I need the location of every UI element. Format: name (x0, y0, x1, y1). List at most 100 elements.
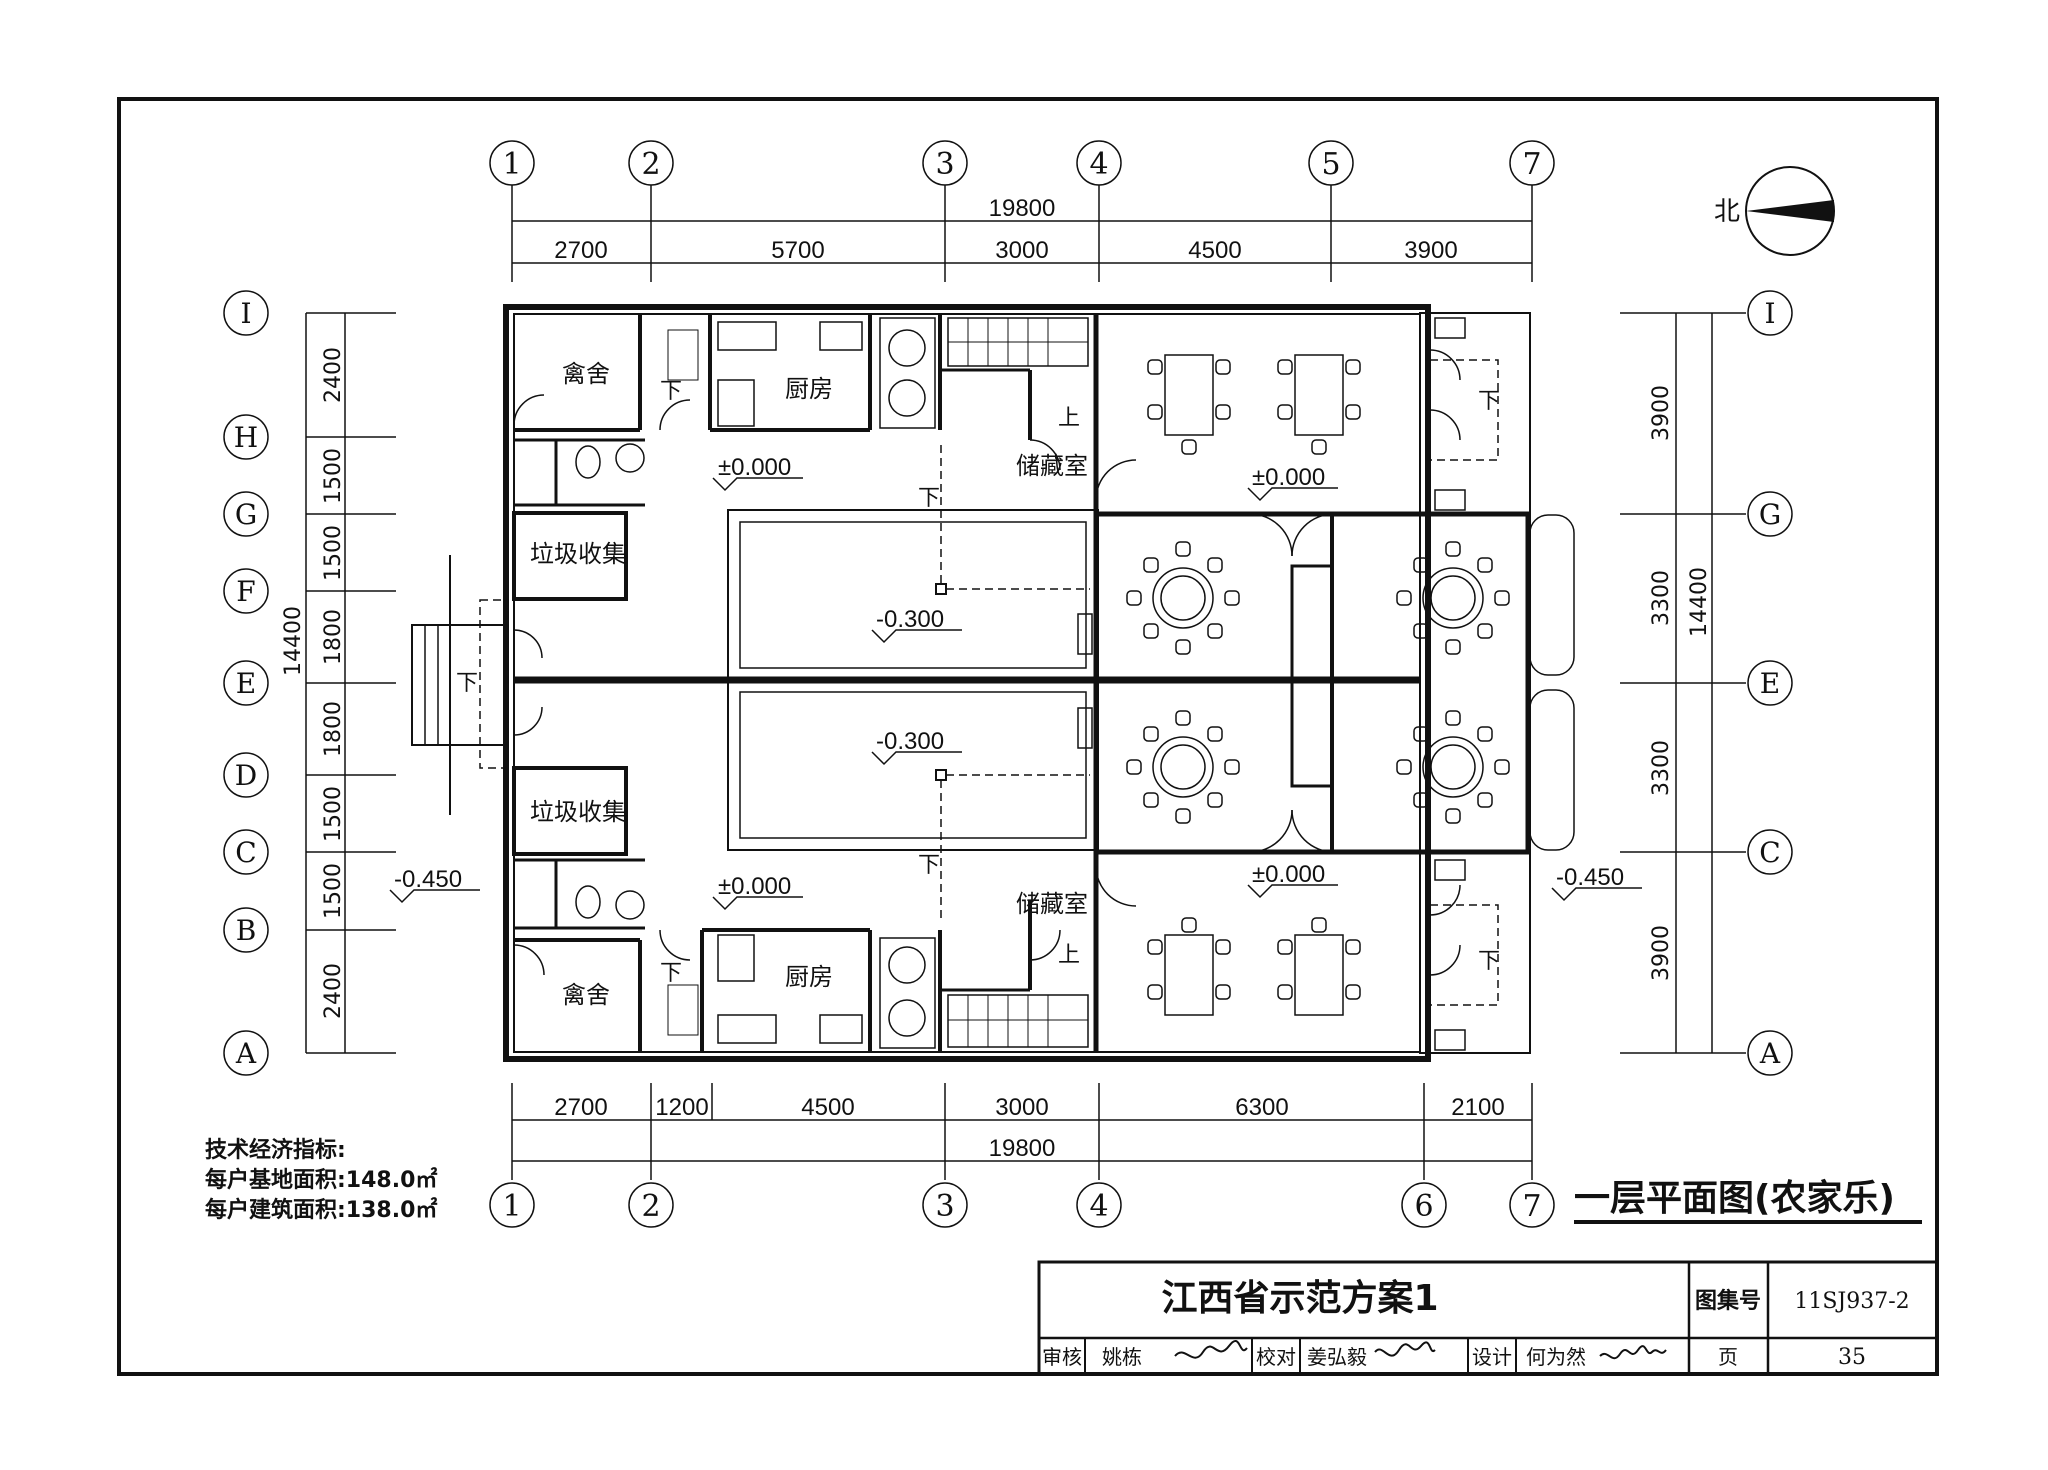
atlas-number: 11SJ937-2 (1794, 1289, 1909, 1314)
top-axis-2: 2 (641, 147, 660, 182)
room-poultry-top: 禽舍 (562, 360, 610, 388)
review-label: 审核 (1042, 1345, 1082, 1369)
left-axis-C: C (235, 836, 256, 869)
left-axis-H: H (234, 421, 258, 454)
stair-up-top: 上 (1058, 406, 1080, 431)
left-dim-7: 1500 (321, 863, 346, 919)
left-axis-labels: I H G F E D C B A (234, 297, 258, 1070)
bottom-axis-7: 7 (1522, 1189, 1541, 1224)
stair-down-6: 下 (1478, 389, 1500, 414)
right-dim-4: 3900 (1649, 925, 1674, 981)
drawing-title-block: 一层平面图(农家乐) (1574, 1178, 1922, 1224)
stair-down-7: 下 (1478, 949, 1500, 974)
designer-name: 何为然 (1526, 1345, 1586, 1369)
right-axis-G: G (1759, 498, 1781, 531)
left-axis-A: A (235, 1037, 257, 1070)
stair-down-1: 下 (660, 379, 682, 404)
bottom-dim-4: 3000 (995, 1094, 1048, 1121)
room-garbage-top: 垃圾收集 (530, 540, 626, 568)
project-title: 江西省示范方案1 (1161, 1278, 1438, 1319)
level-zero-bottom-left: ±0.000 (718, 873, 791, 900)
left-axis-D: D (235, 759, 257, 792)
dining-tables (1147, 354, 1361, 1016)
stair-down-5: 下 (660, 961, 682, 986)
room-garbage-bottom: 垃圾收集 (530, 798, 626, 826)
level-marks (389, 477, 1642, 911)
bottom-axis-2: 2 (641, 1189, 660, 1224)
left-dim-3: 1500 (321, 525, 346, 581)
level-labels: ±0.000 ±0.000 -0.300 -0.300 -0.450 ±0.00… (394, 454, 1624, 900)
top-dim-1: 2700 (554, 237, 607, 264)
left-dim-1: 2400 (321, 347, 346, 403)
bottom-axis-6: 6 (1414, 1189, 1433, 1224)
bottom-dim-6: 2100 (1451, 1094, 1504, 1121)
left-axis-B: B (236, 914, 257, 947)
drawing-title: 一层平面图(农家乐) (1574, 1178, 1895, 1219)
top-dim-3: 3000 (995, 237, 1048, 264)
bottom-axis-labels: 1 2 3 4 6 7 (502, 1189, 1541, 1224)
level-zero-top-left: ±0.000 (718, 454, 791, 481)
left-dim-4: 1800 (321, 609, 346, 665)
room-kitchen-bottom: 厨房 (785, 963, 833, 991)
top-axis-5: 5 (1321, 147, 1340, 182)
left-dim-6: 1500 (321, 786, 346, 842)
left-axis-G: G (235, 498, 257, 531)
notes-site-area: 每户基地面积:148.0㎡ (205, 1167, 437, 1193)
bottom-total-dim: 19800 (989, 1135, 1056, 1162)
north-arrow: 北 (1714, 166, 1835, 256)
top-axis-labels: 1 2 3 4 5 7 (502, 147, 1541, 182)
left-axes (223, 290, 396, 1076)
page-label: 页 (1718, 1345, 1738, 1369)
level-court-top: -0.300 (876, 606, 944, 633)
top-dimensions: 19800 2700 5700 3000 4500 3900 (554, 195, 1457, 264)
right-axis-labels: I G E C A (1759, 297, 1781, 1070)
top-axis-3: 3 (935, 147, 954, 182)
checker-name: 姜弘毅 (1307, 1345, 1367, 1369)
left-dim-5: 1800 (321, 701, 346, 757)
left-total-dim: 14400 (281, 606, 306, 676)
right-axis-I: I (1764, 297, 1775, 330)
right-dim-3: 3300 (1649, 740, 1674, 796)
top-dim-4: 4500 (1188, 237, 1241, 264)
stair-down-3: 下 (456, 671, 478, 696)
stair-up-bottom: 上 (1058, 943, 1080, 968)
top-axis-7: 7 (1522, 147, 1541, 182)
left-axis-F: F (236, 575, 255, 608)
bottom-dim-1: 2700 (554, 1094, 607, 1121)
room-poultry-bottom: 禽舍 (562, 981, 610, 1009)
bottom-axis-4: 4 (1089, 1189, 1108, 1224)
left-dim-8: 2400 (321, 963, 346, 1019)
level-outside-right: -0.450 (1556, 864, 1624, 891)
room-labels: 禽舍 厨房 储藏室 垃圾收集 垃圾收集 储藏室 厨房 禽舍 (530, 360, 1088, 1009)
top-axes (489, 140, 1555, 282)
atlas-label: 图集号 (1695, 1288, 1761, 1314)
right-dim-2: 3300 (1649, 570, 1674, 626)
title-block-text: 江西省示范方案1 图集号 11SJ937-2 审核 姚栋 校对 姜弘毅 设计 何… (1042, 1278, 1910, 1370)
bottom-dim-5: 6300 (1235, 1094, 1288, 1121)
right-axis-C: C (1759, 836, 1780, 869)
bottom-axis-1: 1 (502, 1189, 521, 1224)
room-storage-bottom: 储藏室 (1016, 890, 1088, 918)
bottom-dim-2: 1200 (655, 1094, 708, 1121)
left-axis-E: E (236, 667, 256, 700)
room-kitchen-top: 厨房 (785, 375, 833, 403)
room-storage-top: 储藏室 (1016, 452, 1088, 480)
drawing-frame (117, 97, 1939, 1376)
right-dimensions: 14400 3900 3300 3300 3900 (1649, 385, 1712, 981)
right-axes (1620, 290, 1793, 1076)
right-total-dim: 14400 (1687, 567, 1712, 637)
round-tables (1126, 541, 1510, 824)
right-axis-E: E (1760, 667, 1780, 700)
notes-heading: 技术经济指标: (205, 1137, 346, 1163)
left-dim-2: 1500 (321, 448, 346, 504)
bottom-axes (489, 1083, 1555, 1228)
left-axis-I: I (240, 297, 251, 330)
design-label: 设计 (1472, 1345, 1512, 1369)
check-label: 校对 (1256, 1345, 1296, 1369)
top-axis-4: 4 (1089, 147, 1108, 182)
level-outside-left: -0.450 (394, 866, 462, 893)
building-walls (411, 304, 1575, 1062)
top-dim-5: 3900 (1404, 237, 1457, 264)
stair-labels: 上 上 下 下 下 下 下 下 下 (456, 379, 1500, 986)
